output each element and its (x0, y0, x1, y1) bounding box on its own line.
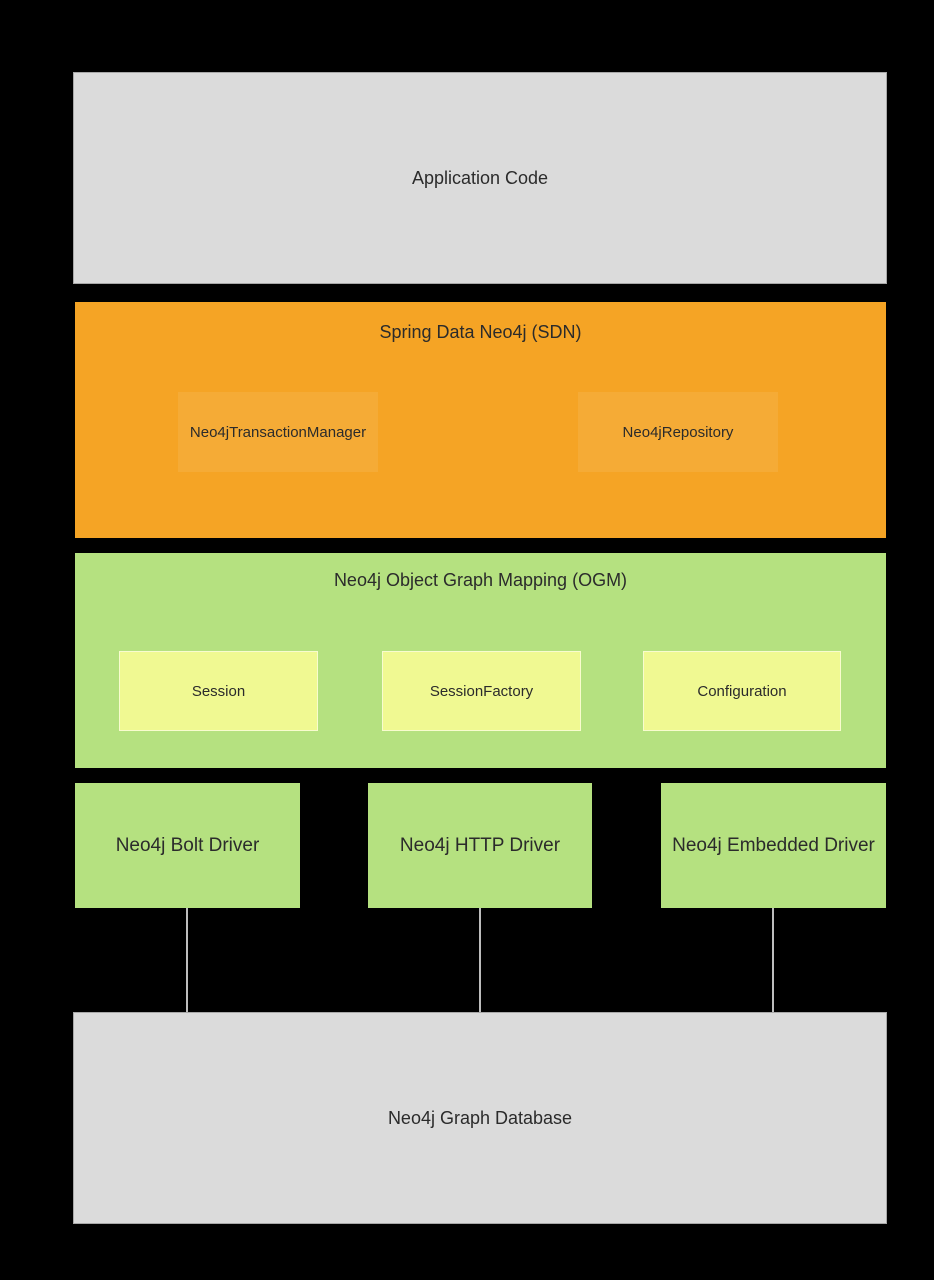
connector-line-embedded-to-db (772, 908, 774, 1012)
sdn-component-repository: Neo4jRepository (578, 392, 778, 472)
connector-line-http-to-db (479, 908, 481, 1012)
application-code-label: Application Code (411, 167, 549, 188)
graph-database-box: Neo4j Graph Database (73, 1012, 887, 1224)
connector-line-bolt-to-db (186, 908, 188, 1012)
ogm-layer-box: Neo4j Object Graph Mapping (OGM) Session… (75, 553, 886, 768)
ogm-layer-title: Neo4j Object Graph Mapping (OGM) (333, 570, 628, 590)
driver-box-embedded: Neo4j Embedded Driver (661, 783, 886, 908)
ogm-component-configuration: Configuration (643, 651, 841, 731)
sdn-component-transaction-manager: Neo4jTransactionManager (178, 392, 378, 472)
ogm-component-label: Session (191, 682, 246, 700)
sdn-layer-title: Spring Data Neo4j (SDN) (379, 322, 582, 342)
driver-box-bolt: Neo4j Bolt Driver (75, 783, 300, 908)
driver-label: Neo4j Embedded Driver (672, 834, 875, 856)
sdn-layer-box: Spring Data Neo4j (SDN) Neo4jTransaction… (75, 302, 886, 538)
ogm-component-label: SessionFactory (429, 682, 534, 700)
ogm-component-session-factory: SessionFactory (382, 651, 581, 731)
ogm-component-label: Configuration (697, 682, 787, 700)
driver-box-http: Neo4j HTTP Driver (368, 783, 592, 908)
driver-label: Neo4j Bolt Driver (115, 834, 260, 856)
sdn-component-label: Neo4jTransactionManager (189, 423, 367, 441)
application-code-box: Application Code (73, 72, 887, 284)
graph-database-label: Neo4j Graph Database (387, 1107, 573, 1128)
sdn-component-label: Neo4jRepository (622, 423, 734, 441)
driver-label: Neo4j HTTP Driver (399, 834, 561, 856)
ogm-component-session: Session (119, 651, 318, 731)
